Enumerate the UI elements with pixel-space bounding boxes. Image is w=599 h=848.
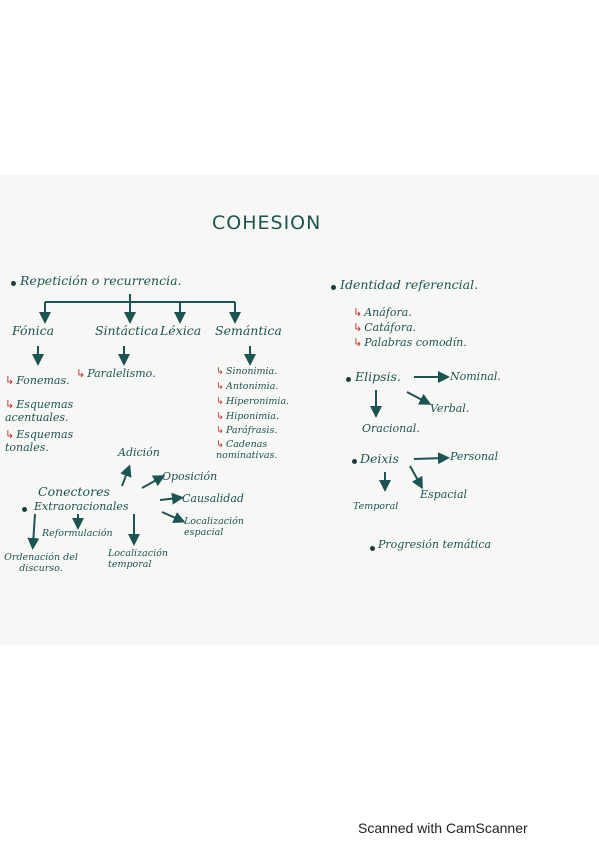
branch-semantica: Semántica (215, 323, 282, 338)
bullet-dot-icon (370, 546, 375, 551)
conector-localizacion-temporal: Localización temporal (108, 548, 168, 570)
red-arrow-icon: ↳ (216, 381, 224, 392)
red-arrow-icon: ↳ (353, 336, 363, 349)
bullet-dot-icon (11, 281, 16, 286)
red-arrow-icon: ↳ (216, 396, 224, 407)
conector-ordenacion: Ordenación del discurso. (4, 552, 78, 574)
semantica-item: ↳Cadenas nominativas. (216, 439, 278, 461)
semantica-item: ↳Antonimia. (216, 381, 279, 392)
page-title: COHESION (212, 212, 322, 234)
bullet-dot-icon (352, 459, 357, 464)
conector-causalidad: Causalidad (182, 492, 244, 505)
bullet-dot-icon (22, 507, 27, 512)
bullet-dot-icon (346, 377, 351, 382)
semantica-item: ↳Sinonimia. (216, 366, 278, 377)
red-arrow-icon: ↳ (216, 425, 224, 436)
deixis-personal: Personal (450, 450, 499, 463)
red-arrow-icon: ↳ (353, 321, 363, 334)
branch-sintactica: Sintáctica (95, 323, 159, 338)
deixis-heading: Deixis (360, 451, 399, 466)
deixis-espacial: Espacial (420, 488, 468, 501)
red-arrow-icon: ↳ (353, 306, 363, 319)
red-arrow-icon: ↳ (76, 367, 86, 380)
red-arrow-icon: ↳ (216, 439, 224, 450)
elipsis-nominal: Nominal. (450, 370, 501, 383)
fonica-item: ↳Esquemas tonales. (5, 428, 74, 454)
red-arrow-icon: ↳ (216, 366, 224, 377)
fonica-item: ↳Fonemas. (5, 374, 70, 387)
branch-lexica: Léxica (160, 323, 202, 338)
red-arrow-icon: ↳ (5, 374, 15, 387)
elipsis-oracional: Oracional. (362, 422, 420, 435)
identidad-item: ↳Catáfora. (353, 321, 417, 334)
identidad-item: ↳Palabras comodín. (353, 336, 467, 349)
repeticion-heading: Repetición o recurrencia. (20, 273, 182, 288)
identidad-heading: Identidad referencial. (340, 277, 479, 292)
bullet-dot-icon (331, 285, 336, 290)
deixis-temporal: Temporal (353, 501, 399, 512)
branch-fonica: Fónica (12, 323, 55, 338)
semantica-item: ↳Hiperonimia. (216, 396, 290, 407)
conector-oposicion: Oposición (162, 470, 218, 483)
red-arrow-icon: ↳ (5, 428, 15, 441)
conector-reformulacion: Reformulación (42, 528, 113, 539)
sintactica-item: ↳Paralelismo. (76, 367, 156, 380)
scanner-watermark: Scanned with CamScanner (358, 820, 528, 836)
conector-localizacion-espacial: Localización espacial (184, 516, 244, 538)
semantica-item: ↳Hiponimia. (216, 411, 279, 422)
conectores-heading: Conectores (38, 484, 110, 499)
elipsis-heading: Elipsis. (355, 369, 401, 384)
identidad-item: ↳Anáfora. (353, 306, 412, 319)
red-arrow-icon: ↳ (216, 411, 224, 422)
elipsis-verbal: Verbal. (430, 402, 470, 415)
fonica-item: ↳Esquemas acentuales. (5, 398, 74, 424)
conector-adicion: Adición (118, 446, 160, 459)
scanned-paper (0, 175, 599, 645)
red-arrow-icon: ↳ (5, 398, 15, 411)
progresion-heading: Progresión temática (378, 538, 492, 551)
semantica-item: ↳Paráfrasis. (216, 425, 278, 436)
conectores-sub: Extraoracionales (34, 500, 129, 513)
